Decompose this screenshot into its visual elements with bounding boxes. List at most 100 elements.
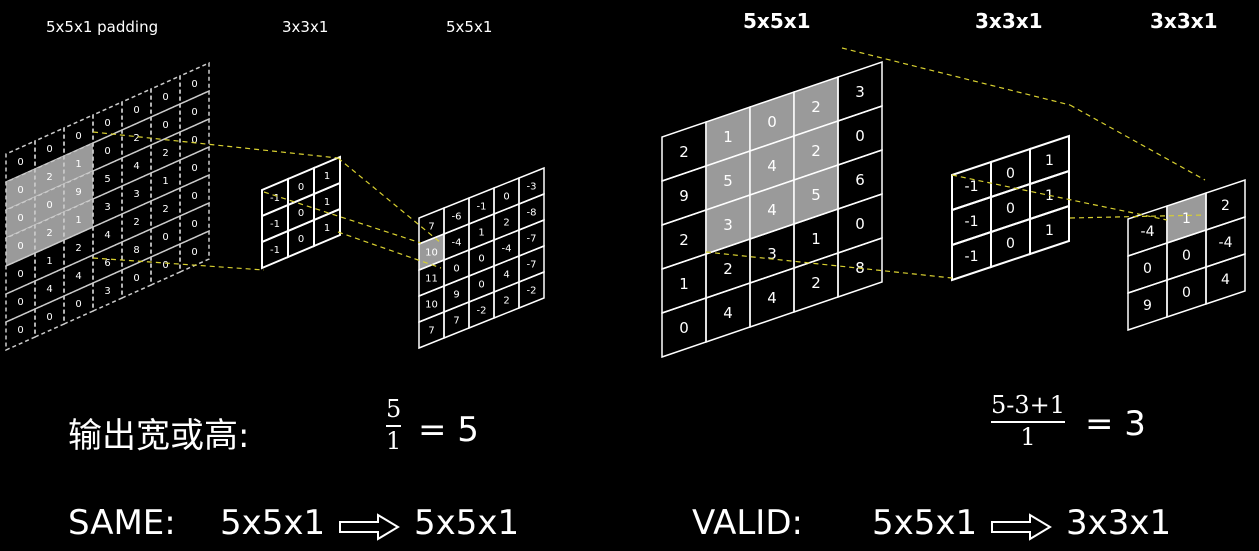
left-output-grid-value: -4 — [502, 244, 512, 255]
right-output-grid-value: 4 — [1221, 272, 1230, 288]
right-kernel-grid: -101-101-101 — [951, 134, 1070, 282]
left-fraction-bar — [386, 424, 402, 427]
left-output-grid-value: -2 — [477, 306, 487, 317]
left-kernel-label: 3x3x1 — [282, 18, 329, 36]
left-connector-kernel-top — [337, 157, 442, 244]
output-size-label: 输出宽或高: — [68, 416, 250, 456]
left-input-grid-value: 1 — [162, 176, 168, 187]
left-kernel-grid-value: 0 — [298, 234, 304, 245]
left-input-grid-value: 9 — [75, 187, 81, 198]
left-kernel-grid-value: 0 — [298, 182, 304, 193]
left-output-grid-value: -2 — [527, 286, 537, 297]
left-input-grid-value: 8 — [133, 245, 139, 256]
right-input-grid-value: 5 — [811, 186, 821, 204]
right-kernel-grid-value: 1 — [1045, 153, 1054, 169]
left-input-grid-value: 0 — [191, 191, 197, 202]
right-output-grid-value: -4 — [1219, 235, 1233, 251]
left-input-grid-value: 4 — [133, 161, 139, 172]
left-output-grid-value: 7 — [428, 222, 434, 233]
left-input-grid-value: 6 — [104, 258, 110, 269]
left-input-grid-value: 0 — [162, 92, 168, 103]
left-input-grid-value: 0 — [191, 163, 197, 174]
right-output-grid-cell — [1205, 252, 1246, 306]
right-input-grid-value: 2 — [811, 142, 821, 160]
right-input-grid-value: 2 — [679, 143, 689, 161]
left-input-grid-value: 0 — [191, 107, 197, 118]
left-input-grid-value: 0 — [191, 219, 197, 230]
right-fraction-denominator: 1 — [1020, 422, 1036, 451]
right-input-grid: 2102395420234561231004428 — [661, 60, 883, 359]
left-output-grid-value: -3 — [527, 182, 537, 193]
right-input-grid-value: 1 — [723, 128, 733, 146]
left-input-grid-value: 3 — [104, 202, 110, 213]
left-kernel-grid-value: -1 — [270, 193, 280, 204]
left-output-grid-value: 0 — [453, 264, 459, 275]
right-input-grid-value: 9 — [679, 187, 689, 205]
right-input-grid-value: 4 — [767, 289, 777, 307]
left-output-grid-value: -7 — [527, 234, 537, 245]
right-input-grid-value: 0 — [855, 127, 865, 145]
left-input-grid-value: 2 — [133, 133, 139, 144]
left-kernel-grid-cell — [313, 207, 341, 248]
right-input-grid-value: 3 — [855, 83, 865, 101]
left-kernel-grid-value: -1 — [270, 245, 280, 256]
right-output-grid-value: 1 — [1182, 211, 1191, 227]
right-input-grid-value: 4 — [767, 201, 777, 219]
left-input-grid-value: 4 — [75, 271, 81, 282]
right-input-grid-value: 0 — [855, 215, 865, 233]
right-output-label: 3x3x1 — [1150, 9, 1218, 33]
right-output-grid-value: 2 — [1221, 198, 1230, 214]
valid-from-size: 5x5x1 — [872, 503, 978, 543]
left-input-grid-value: 0 — [104, 146, 110, 157]
left-input-grid-value: 4 — [46, 284, 52, 295]
left-input-grid-value: 0 — [133, 273, 139, 284]
left-output-grid-value: 7 — [428, 326, 434, 337]
left-input-grid-value: 2 — [46, 172, 52, 183]
right-input-grid-value: 6 — [855, 171, 865, 189]
right-input-grid-value: 3 — [767, 245, 777, 263]
right-output-grid-value: 0 — [1182, 248, 1191, 264]
right-kernel-grid-cell — [1029, 204, 1070, 256]
right-input-grid-value: 2 — [811, 274, 821, 292]
right-input-grid-value: 0 — [767, 113, 777, 131]
right-kernel-grid-value: 0 — [1006, 236, 1015, 252]
left-input-grid-value: 2 — [46, 228, 52, 239]
left-input-grid-value: 0 — [133, 105, 139, 116]
left-output-grid-value: -7 — [527, 260, 537, 271]
right-input-grid-value: 2 — [811, 98, 821, 116]
left-input-grid-value: 0 — [46, 200, 52, 211]
right-kernel-grid-value: -1 — [965, 179, 979, 195]
right-output-grid-value: 0 — [1182, 285, 1191, 301]
right-input-grid-value: 3 — [723, 216, 733, 234]
right-input-grid-value: 1 — [811, 230, 821, 248]
left-output-grid-value: 11 — [425, 274, 438, 285]
left-output-grid-value: 2 — [503, 218, 509, 229]
right-output-grid-value: 9 — [1143, 298, 1152, 314]
left-input-grid-value: 0 — [17, 241, 23, 252]
left-input-grid-value: 0 — [162, 232, 168, 243]
left-output-grid-value: -1 — [477, 202, 487, 213]
left-output-grid-value: -6 — [452, 212, 462, 223]
left-input-grid-value: 0 — [17, 297, 23, 308]
left-kernel-grid-value: 1 — [324, 197, 330, 208]
left-kernel-grid-value: 1 — [324, 223, 330, 234]
right-fraction: 5-3+1 1 — [991, 391, 1066, 451]
left-input-grid-value: 0 — [17, 325, 23, 336]
left-input-grid-value: 2 — [133, 217, 139, 228]
left-formula-result: = 5 — [418, 410, 479, 450]
left-input-grid-value: 0 — [162, 120, 168, 131]
left-input-grid-value: 0 — [191, 79, 197, 90]
right-connector-kernel-mid — [951, 174, 1168, 221]
left-input-grid-value: 0 — [17, 213, 23, 224]
left-connector-kernel-bottom — [337, 231, 442, 269]
valid-mode-label: VALID: — [692, 503, 803, 543]
left-output-grid-value: 2 — [503, 296, 509, 307]
right-input-grid-value: 4 — [723, 304, 733, 322]
left-output-grid-value: 10 — [425, 300, 438, 311]
left-output-grid-value: 9 — [453, 290, 459, 301]
right-fraction-bar — [991, 420, 1066, 423]
left-output-grid-value: -4 — [452, 238, 462, 249]
left-output-grid-value: 10 — [425, 248, 438, 259]
left-kernel-grid: -101-101-101 — [261, 155, 341, 270]
